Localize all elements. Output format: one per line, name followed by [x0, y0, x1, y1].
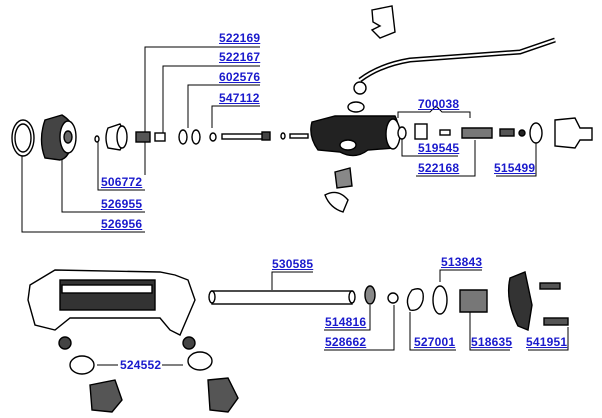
- flange: [507, 271, 533, 331]
- bolt-541951-top: [539, 282, 561, 290]
- tube-530585: [211, 290, 353, 305]
- part-link-513843[interactable]: 513843: [441, 255, 483, 269]
- part-link-522169[interactable]: 522169: [219, 31, 261, 45]
- leader-515499: [496, 140, 537, 177]
- pipe: [358, 37, 556, 83]
- leader-527001: [409, 312, 456, 351]
- fitting: [554, 117, 593, 149]
- spring-522169: [135, 131, 151, 143]
- leader-547112: [211, 105, 260, 128]
- part-link-522168[interactable]: 522168: [418, 161, 460, 175]
- fitting-left: [89, 379, 123, 413]
- ring-513843: [432, 285, 448, 315]
- seal-524552-left: [69, 355, 95, 375]
- washer-602576b: [191, 129, 201, 145]
- leader-700038: [397, 105, 471, 118]
- leader-526955: [61, 160, 145, 213]
- part-link-541951[interactable]: 541951: [526, 335, 568, 349]
- clip: [370, 5, 396, 39]
- ring-515499: [529, 122, 543, 144]
- leader-528662: [324, 305, 395, 351]
- part-link-700038[interactable]: 700038: [418, 97, 460, 111]
- sleeve-522167: [154, 132, 166, 142]
- leader-518635: [469, 312, 510, 351]
- leader-522168: [416, 140, 476, 177]
- part-label-524552: 524552: [120, 358, 162, 372]
- washer-602576a: [178, 129, 188, 145]
- part-link-527001[interactable]: 527001: [414, 335, 456, 349]
- leader-506772: [97, 142, 145, 191]
- part-link-522167[interactable]: 522167: [219, 50, 261, 64]
- leader-519545: [401, 138, 458, 157]
- sleeve-700038: [414, 123, 428, 140]
- leader-526956: [21, 155, 145, 233]
- part-link-526956[interactable]: 526956: [101, 217, 143, 231]
- ring-519545: [397, 126, 407, 140]
- ring-547112: [209, 132, 217, 142]
- bolt-541951-bottom: [543, 317, 569, 326]
- part-link-515499[interactable]: 515499: [494, 161, 536, 175]
- leader-602576: [187, 84, 260, 128]
- seal-524552-right: [187, 351, 213, 371]
- leader-514816: [324, 305, 371, 331]
- part-link-518635[interactable]: 518635: [471, 335, 513, 349]
- fitting-right: [207, 377, 239, 413]
- part-link-528662[interactable]: 528662: [325, 335, 367, 349]
- part-link-519545[interactable]: 519545: [418, 141, 460, 155]
- cap-527001: [406, 288, 424, 311]
- part-link-547112[interactable]: 547112: [219, 91, 260, 105]
- bracket: [324, 191, 349, 213]
- part-link-526955[interactable]: 526955: [101, 197, 143, 211]
- part-link-506772[interactable]: 506772: [101, 175, 143, 189]
- stem: [221, 133, 267, 140]
- washer-514816: [364, 285, 376, 305]
- spring-522168: [461, 127, 493, 139]
- part-link-514816[interactable]: 514816: [325, 315, 367, 329]
- part-link-602576[interactable]: 602576: [219, 70, 261, 84]
- spring-518635: [459, 289, 488, 313]
- ball-528662: [387, 292, 399, 304]
- leader-530585: [271, 271, 313, 290]
- leader-541951: [528, 327, 569, 351]
- part-link-530585[interactable]: 530585: [272, 257, 314, 271]
- leader-522167: [162, 65, 260, 133]
- ring-506772: [94, 135, 100, 143]
- spring-small: [334, 167, 353, 189]
- leader-513843: [439, 269, 482, 282]
